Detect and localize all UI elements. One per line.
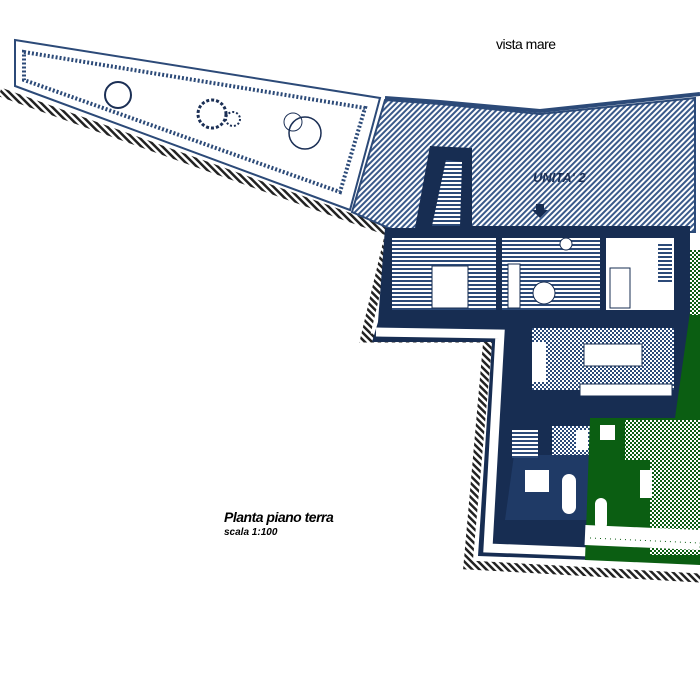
dining-table [583, 343, 643, 367]
entrance-arrow-icon [532, 204, 548, 218]
garden-strip [14, 38, 382, 212]
bathtub [562, 474, 576, 514]
tree-icon [288, 116, 322, 150]
plan-scale: scala 1:100 [224, 527, 278, 538]
bed [431, 265, 469, 309]
terrace [350, 96, 696, 233]
unit-2 [372, 146, 690, 560]
sofa [507, 263, 521, 309]
tree-icon [225, 111, 241, 127]
tree-icon [104, 81, 132, 109]
unit-label: UNITA' 2 [533, 170, 586, 185]
plan-title: Planta piano terra [224, 509, 334, 525]
view-label: vista mare [496, 36, 556, 52]
table [532, 281, 556, 305]
unit-green [584, 250, 700, 565]
tree-icon [196, 98, 228, 130]
